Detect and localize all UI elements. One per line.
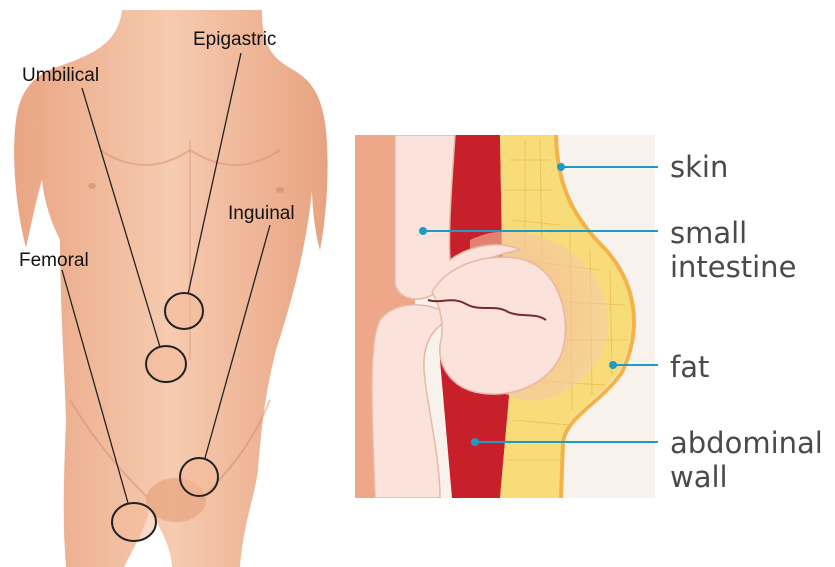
label-femoral: Femoral: [19, 250, 89, 271]
torso-illustration: Epigastric Umbilical Inguinal Femoral: [14, 10, 327, 567]
inguinal-hernia-marker: [180, 458, 218, 496]
label-wall: wall: [670, 460, 728, 494]
epigastric-hernia-marker: [165, 293, 203, 329]
left-nipple: [88, 183, 96, 189]
label-intestine: intestine: [670, 250, 796, 284]
cross-section-illustration: skin small intestine fat abdominal wall: [355, 135, 823, 498]
label-umbilical: Umbilical: [22, 65, 99, 86]
label-fat: fat: [670, 350, 709, 384]
label-abdominal: abdominal: [670, 426, 823, 460]
femoral-hernia-marker: [112, 503, 156, 541]
label-small: small: [670, 216, 747, 250]
right-nipple: [276, 187, 284, 193]
intestine-herniated-loop: [432, 257, 565, 394]
label-inguinal: Inguinal: [228, 203, 295, 224]
umbilical-hernia-marker: [146, 346, 186, 382]
label-skin: skin: [670, 150, 728, 184]
label-epigastric: Epigastric: [193, 29, 276, 50]
